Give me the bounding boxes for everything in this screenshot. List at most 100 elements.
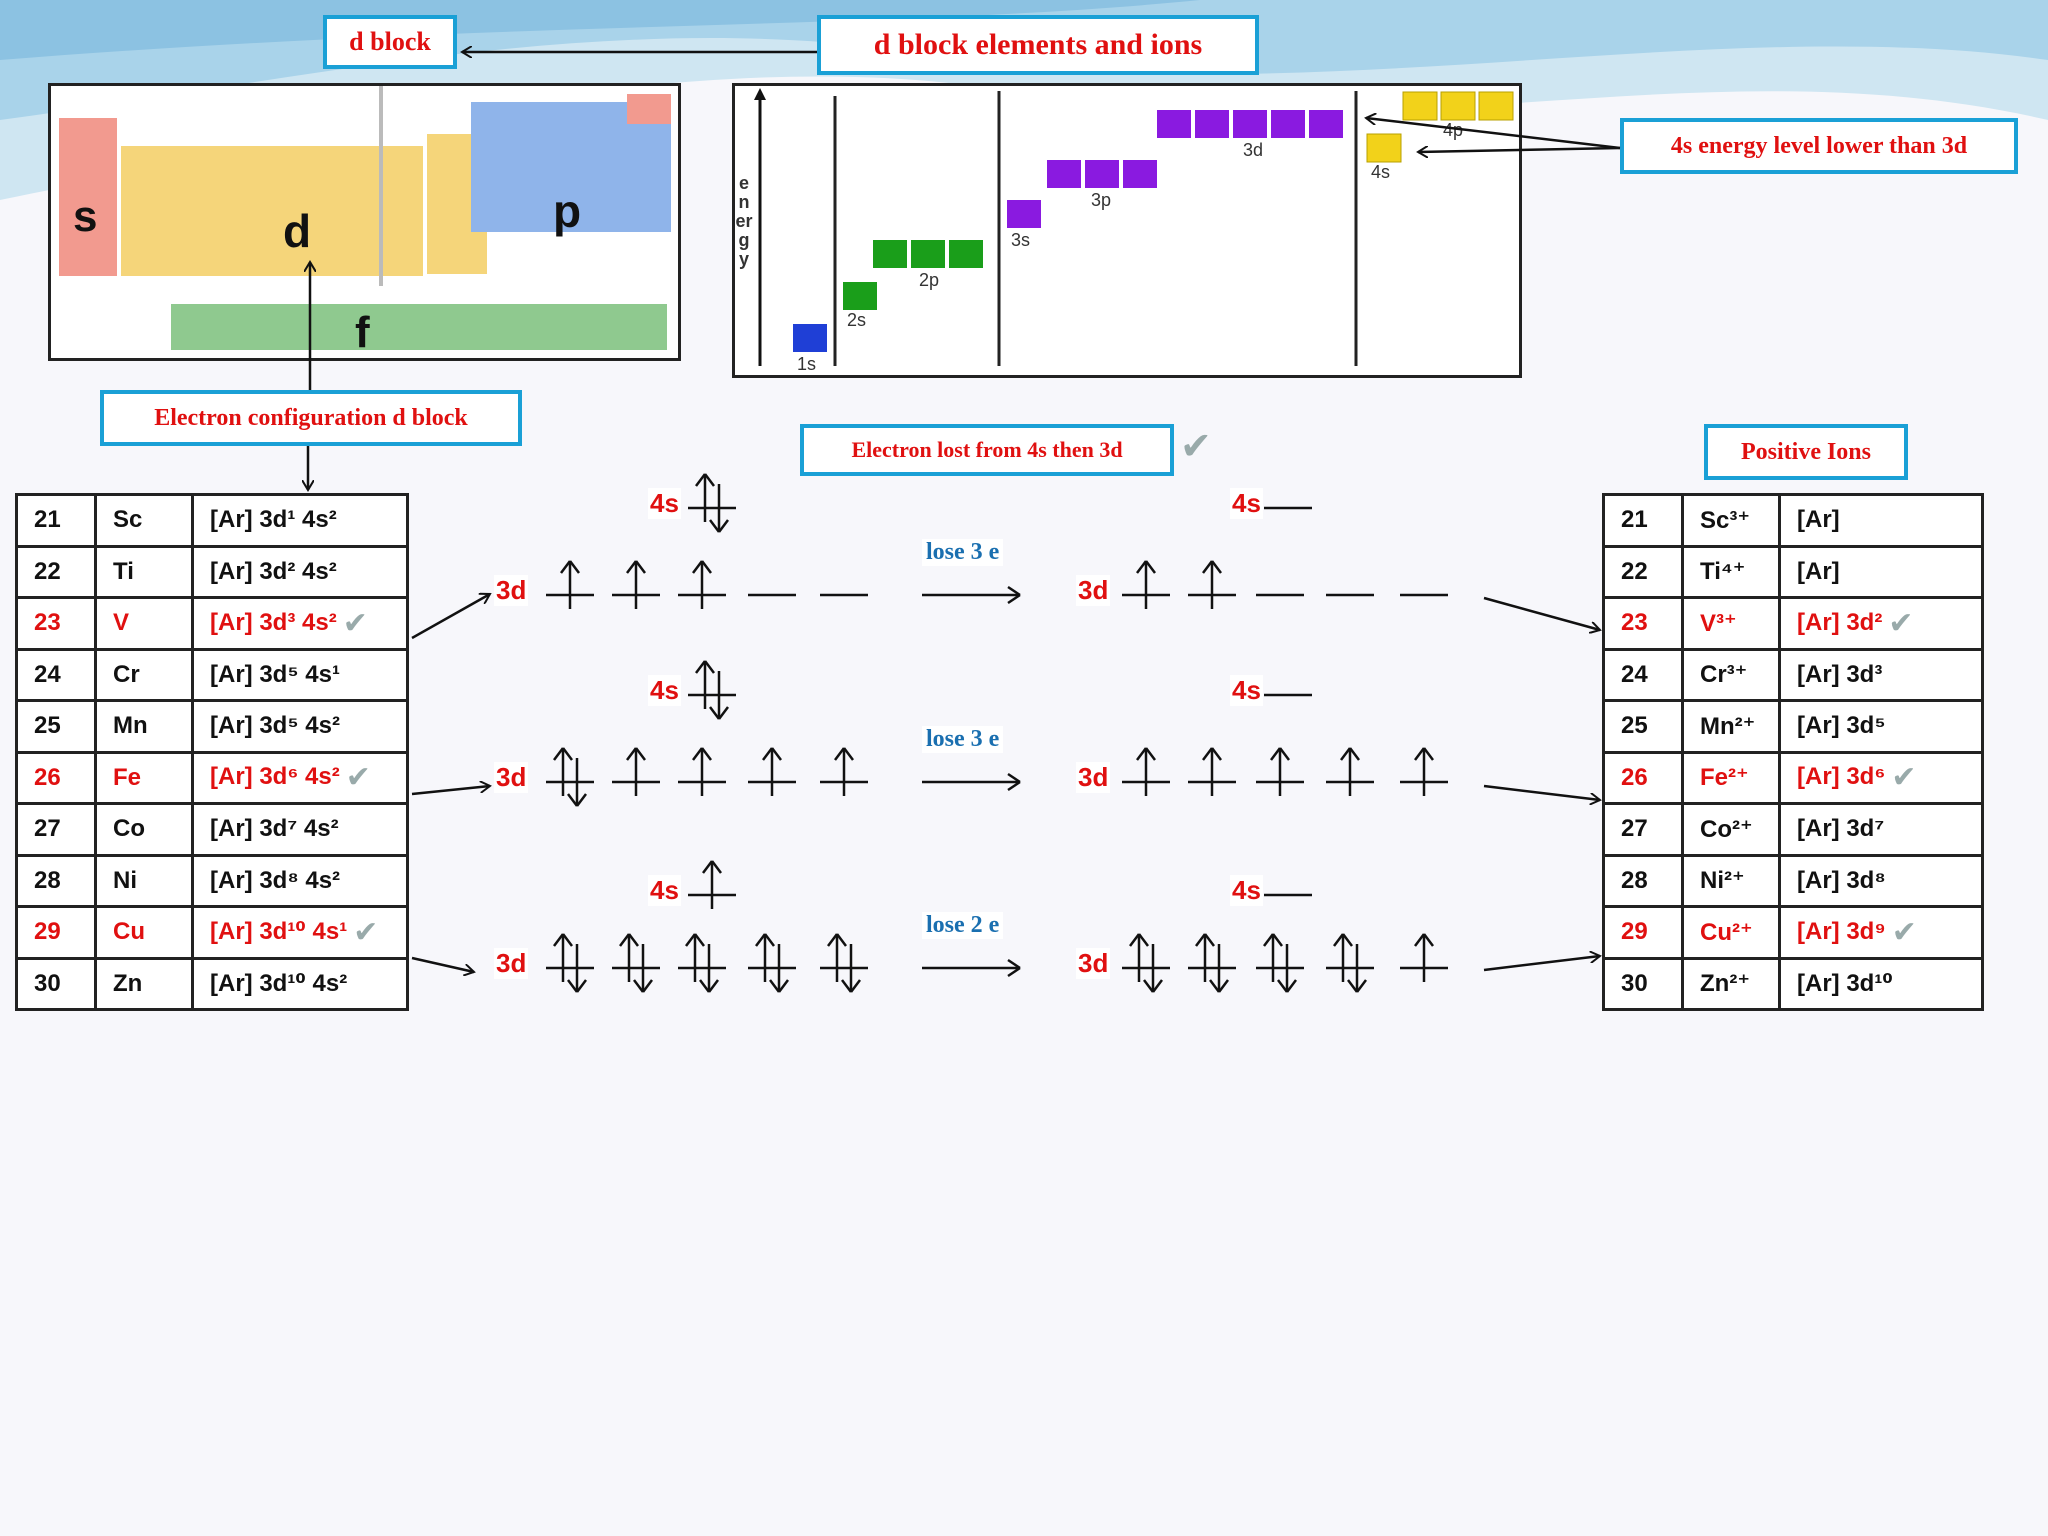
- config-cell-text: [Ar] 3d⁶: [1797, 763, 1886, 791]
- ion-3d-orbital-2-up-arrow-head-r: [1211, 560, 1222, 574]
- symbol-cell: Cr³⁺: [1681, 647, 1781, 702]
- atom-3d-orbital-4-down-arrow-head-l: [769, 979, 780, 993]
- symbol-cell: Ni: [94, 853, 194, 908]
- atomic-number-cell: 23: [1602, 596, 1684, 651]
- table-row: 29 Cu²⁺[Ar] 3d⁹✔: [1602, 905, 1984, 960]
- orbital-label-4s: 4s: [648, 675, 681, 706]
- lose-electrons-label: lose 3 e: [922, 726, 1004, 753]
- config-cell: [Ar] 3d⁶✔: [1778, 750, 1984, 805]
- level-label-4p: 4p: [1443, 120, 1463, 140]
- atomic-number-cell-text: 26: [34, 763, 61, 791]
- orbital-label-4s: 4s: [648, 875, 681, 906]
- symbol-cell: Mn²⁺: [1681, 699, 1781, 754]
- symbol-cell: Zn²⁺: [1681, 956, 1781, 1011]
- config-cell: [Ar] 3d⁹✔: [1778, 905, 1984, 960]
- atom-3d-orbital-3-up-arrow-head-r: [701, 747, 712, 761]
- atom-4s-orbital-down-arrow-head-r: [718, 706, 729, 720]
- block-letter-d: d: [283, 205, 312, 257]
- symbol-cell-text: Zn: [113, 969, 143, 997]
- atom-3d-orbital-1-up-arrow-head-l: [553, 933, 564, 947]
- config-cell-text: [Ar] 3d⁸ 4s²: [210, 866, 341, 894]
- ion-3d-orbital-3-up-arrow-head-l: [1270, 747, 1281, 761]
- orbital-box-4p-2: [1440, 91, 1476, 121]
- orbital-box-1s: [793, 324, 827, 352]
- atom-3d-orbital-1-down-arrow-head-r: [576, 979, 587, 993]
- atomic-number-cell: 28: [1602, 853, 1684, 908]
- orbital-box-2s: [843, 282, 877, 310]
- level-label-4s: 4s: [1371, 162, 1390, 182]
- ion-3d-orbital-5-up-arrow-head-r: [1423, 933, 1434, 947]
- level-label-3p: 3p: [1091, 190, 1111, 210]
- symbol-cell: Co²⁺: [1681, 802, 1781, 857]
- atom-3d-orbital-3-up-arrow-head-r: [694, 933, 705, 947]
- ion-3d-orbital-5-up-arrow-head-l: [1414, 747, 1425, 761]
- atomic-number-cell: 27: [15, 802, 97, 857]
- config-cell: [Ar]: [1778, 544, 1984, 599]
- f-block-region: [171, 304, 667, 350]
- symbol-cell-text: Ni: [113, 866, 137, 894]
- main-title: d block elements and ions: [817, 15, 1259, 75]
- table-row: 28 Ni²⁺ [Ar] 3d⁸: [1602, 853, 1984, 908]
- atomic-number-cell: 26: [15, 750, 97, 805]
- config-cell-text: [Ar] 3d² 4s²: [210, 557, 337, 585]
- block-letter-f: f: [355, 308, 370, 357]
- atomic-number-cell: 26: [1602, 750, 1684, 805]
- level-label-2s: 2s: [847, 310, 866, 330]
- s-block-region: [59, 118, 117, 276]
- atom-4s-orbital-down-arrow-head-r: [718, 519, 729, 533]
- config-cell-text: [Ar] 3d¹⁰ 4s²: [210, 970, 348, 998]
- config-cell-text: [Ar] 3d³: [1797, 660, 1883, 688]
- orbital-label-3d: 3d: [1076, 948, 1111, 979]
- atom-4s-orbital-down-arrow-head-l: [709, 519, 720, 533]
- orbital-box-2p-3: [949, 240, 983, 268]
- table-row: 28 Ni [Ar] 3d⁸ 4s²: [15, 853, 409, 908]
- atomic-number-cell: 28: [15, 853, 97, 908]
- ion-3d-orbital-2-up-arrow-head-l: [1195, 933, 1206, 947]
- orbital-label-3d: 3d: [1076, 762, 1111, 793]
- symbol-cell-text: Ni²⁺: [1700, 867, 1745, 895]
- atomic-number-cell: 29: [15, 905, 97, 960]
- check-icon: ✔: [342, 606, 368, 640]
- atomic-number-cell: 21: [1602, 493, 1684, 548]
- ion-3d-orbital-2-up-arrow-head-r: [1211, 747, 1222, 761]
- symbol-cell-text: Mn: [113, 712, 148, 740]
- atomic-number-cell: 22: [1602, 544, 1684, 599]
- atomic-number-cell-text: 25: [1621, 712, 1648, 740]
- atom-3d-orbital-1-up-arrow-head-r: [562, 933, 573, 947]
- ion-3d-orbital-3-up-arrow-head-r: [1279, 747, 1290, 761]
- atomic-number-cell-text: 25: [34, 712, 61, 740]
- level-label-2p: 2p: [919, 270, 939, 290]
- config-cell: [Ar] 3d¹⁰ 4s²: [191, 956, 409, 1011]
- atom-3d-orbital-3-up-arrow-head-l: [692, 747, 703, 761]
- orbital-label-4s: 4s: [1230, 488, 1263, 519]
- symbol-cell-text: Fe²⁺: [1700, 764, 1749, 792]
- atom-3d-orbital-1-down-arrow-head-r: [576, 793, 587, 807]
- atom-3d-orbital-2-up-arrow-head-r: [635, 747, 646, 761]
- config-cell: [Ar] 3d²✔: [1778, 596, 1984, 651]
- ion-3d-orbital-1-up-arrow-head-l: [1129, 933, 1140, 947]
- orbital-label-3d: 3d: [494, 575, 529, 606]
- config-cell: [Ar] 3d⁵: [1778, 699, 1984, 754]
- orbital-box-2p-2: [911, 240, 945, 268]
- atomic-number-cell-text: 30: [34, 969, 61, 997]
- energy-level-diagram: 1s 2s 2p 3s 3p 3d 4s 4p energy: [732, 83, 1522, 378]
- atom-3d-orbital-4-up-arrow-head-r: [764, 933, 775, 947]
- symbol-cell: Fe²⁺: [1681, 750, 1781, 805]
- symbol-cell: Cu²⁺: [1681, 905, 1781, 960]
- atomic-number-cell: 25: [1602, 699, 1684, 754]
- atomic-number-cell-text: 29: [1621, 918, 1648, 946]
- level-label-1s: 1s: [797, 354, 816, 374]
- atom-3d-orbital-2-up-arrow-head-r: [635, 560, 646, 574]
- orbital-box-3d-5: [1309, 110, 1343, 138]
- ion-3d-orbital-4-down-arrow-head-l: [1347, 979, 1358, 993]
- config-cell-text: [Ar] 3d⁸: [1797, 866, 1886, 894]
- atom-3d-orbital-4-up-arrow-head-l: [755, 933, 766, 947]
- atomic-number-cell: 21: [15, 493, 97, 548]
- atomic-number-cell: 25: [15, 699, 97, 754]
- config-cell: [Ar] 3d⁸ 4s²: [191, 853, 409, 908]
